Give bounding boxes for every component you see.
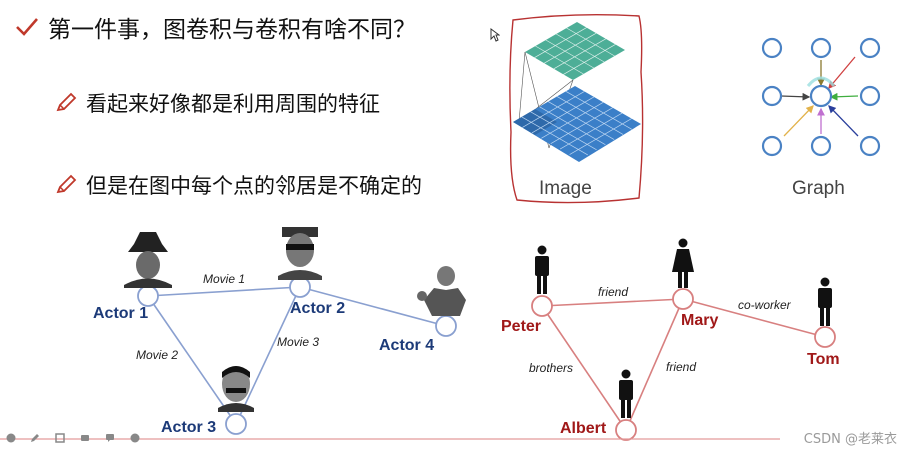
- bottom-input-grid: [513, 86, 641, 162]
- albert-node: [615, 419, 637, 441]
- graph-label: Graph: [792, 178, 845, 199]
- pen-tool-icon[interactable]: [30, 433, 40, 443]
- top-feature-grid: [525, 22, 625, 80]
- image-label: Image: [539, 178, 592, 199]
- tom-figure: [818, 277, 832, 326]
- actor-3-portrait: [218, 366, 254, 412]
- sub-point-1: 看起来好像都是利用周围的特征: [54, 88, 380, 118]
- actor-2-portrait: [278, 227, 322, 280]
- video-tool-icon[interactable]: [80, 433, 90, 443]
- sub-point-1-text: 看起来好像都是利用周围的特征: [86, 92, 380, 116]
- sub-point-2-text: 但是在图中每个点的邻居是不确定的: [86, 174, 422, 198]
- comment-tool-icon[interactable]: [105, 433, 115, 443]
- actor-1-portrait: [124, 232, 172, 288]
- peter-node: [531, 295, 553, 317]
- image-panel: Image: [505, 12, 647, 204]
- main-question: 第一件事，图卷积与卷积有啥不同？: [14, 10, 416, 44]
- watermark: CSDN @老莱衣: [803, 432, 897, 447]
- sub-point-2: 但是在图中每个点的邻居是不确定的: [54, 170, 422, 200]
- actor-4-label: Actor 4: [379, 337, 434, 354]
- movie-1-label: Movie 1: [203, 272, 245, 286]
- pencil-icon: [56, 92, 77, 112]
- actor-2-label: Actor 2: [290, 300, 345, 317]
- checkmark-icon: [16, 18, 38, 36]
- friend-edge-label-1: friend: [598, 285, 628, 299]
- actor-1-label: Actor 1: [93, 305, 148, 322]
- image-convolution-figure: [509, 13, 644, 204]
- more-tool-icon[interactable]: [130, 433, 140, 443]
- graph-neighborhood-figure: [761, 37, 881, 157]
- pencil-icon: [56, 174, 77, 194]
- graph-panel: Graph: [750, 30, 890, 205]
- brothers-edge-label: brothers: [529, 361, 573, 375]
- actor-4-portrait: [417, 266, 466, 316]
- movie-3-label: Movie 3: [277, 335, 319, 349]
- main-question-text: 第一件事，图卷积与卷积有啥不同？: [48, 17, 416, 43]
- peter-label: Peter: [501, 318, 541, 335]
- movie-2-label: Movie 2: [136, 348, 178, 362]
- actor-3-node: [225, 413, 247, 435]
- co-worker-edge-label: co-worker: [738, 298, 792, 312]
- albert-figure: [619, 369, 633, 418]
- mary-figure: [672, 238, 694, 288]
- progress-track[interactable]: [0, 430, 907, 450]
- tom-label: Tom: [807, 351, 840, 368]
- actor-3-label: Actor 3: [161, 419, 216, 436]
- albert-label: Albert: [560, 420, 607, 437]
- mouse-cursor-icon: [490, 28, 500, 42]
- record-icon[interactable]: [6, 433, 16, 443]
- crop-tool-icon[interactable]: [55, 433, 65, 443]
- bottom-toolbar: [0, 430, 907, 450]
- tom-node: [814, 326, 836, 348]
- friend-edge-label-2: friend: [666, 360, 696, 374]
- peter-figure: [535, 245, 549, 294]
- mary-node: [672, 288, 694, 310]
- mary-label: Mary: [681, 312, 718, 329]
